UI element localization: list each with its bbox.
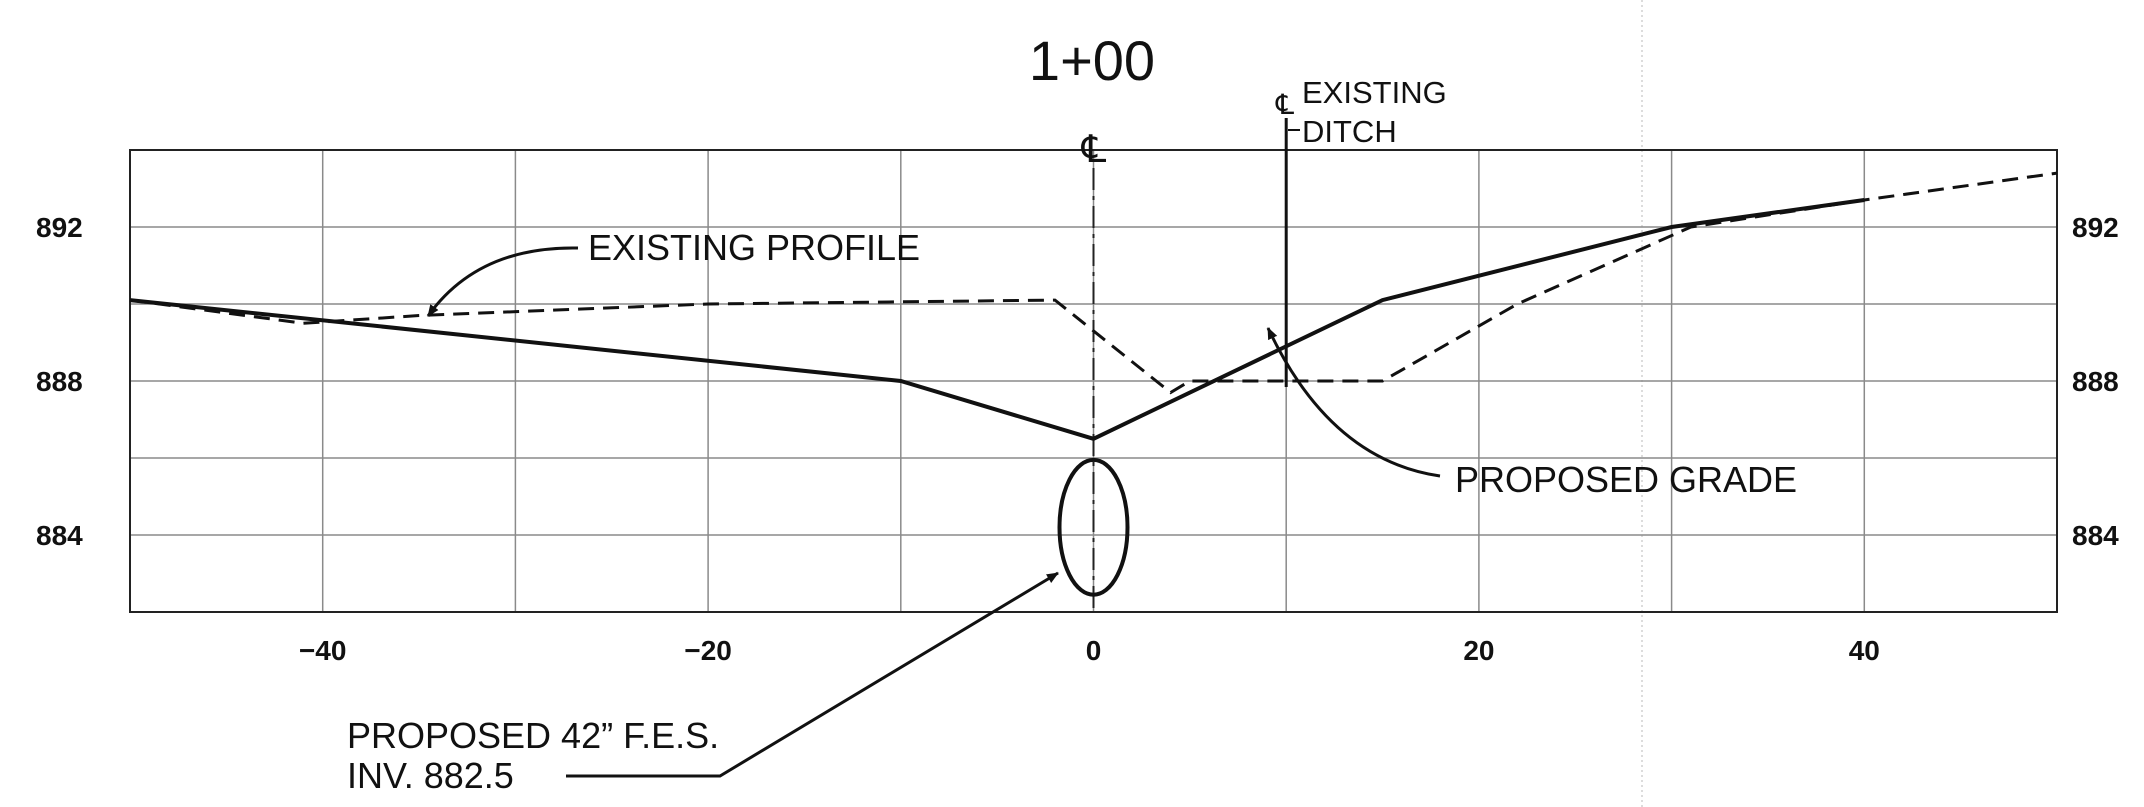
x-tick-label: 0 <box>1086 635 1102 666</box>
existing-profile-label: EXISTING PROFILE <box>588 227 920 268</box>
existing-profile-leader <box>426 246 579 317</box>
proposed-grade-line <box>129 198 1865 441</box>
x-tick-label: −40 <box>299 635 347 666</box>
existing-profile-line <box>129 171 2058 395</box>
plot-frame <box>129 149 2058 613</box>
ditch-label-existing: EXISTING <box>1302 75 1447 110</box>
x-tick-label: 20 <box>1463 635 1494 666</box>
y-tick-label-left: 888 <box>36 366 83 397</box>
y-tick-label-right: 892 <box>2072 212 2119 243</box>
proposed-pipe-ellipse <box>1057 457 1130 597</box>
y-tick-label-right: 888 <box>2072 366 2119 397</box>
ditch-centerline-symbol: ℄ <box>1275 89 1294 120</box>
y-tick-label-left: 884 <box>36 520 83 551</box>
proposed-grade-label: PROPOSED GRADE <box>1455 459 1797 500</box>
x-tick-label: 40 <box>1849 635 1880 666</box>
y-tick-label-left: 892 <box>36 212 83 243</box>
y-tick-labels: 884 884 888 888 892 892 <box>36 212 2119 551</box>
station-title: 1+00 <box>1029 29 1155 92</box>
fes-leader <box>566 571 1059 778</box>
fes-label-line1: PROPOSED 42” F.E.S. <box>347 715 719 756</box>
x-tick-label: −20 <box>684 635 732 666</box>
x-tick-labels: −40 −20 0 20 40 <box>299 635 1880 666</box>
y-tick-label-right: 884 <box>2072 520 2119 551</box>
ditch-label-ditch: DITCH <box>1302 114 1397 149</box>
proposed-grade-leader <box>1266 327 1441 478</box>
centerline-symbol: ℄ <box>1081 129 1107 171</box>
fes-label-line2: INV. 882.5 <box>347 755 514 796</box>
